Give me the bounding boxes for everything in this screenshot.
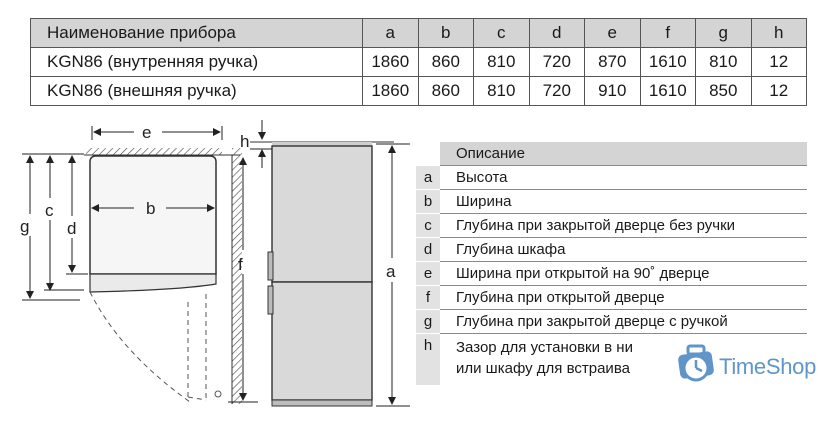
table-cell: 1860 <box>362 47 419 77</box>
open-door-dashed <box>187 294 207 401</box>
table-cell: 1610 <box>639 47 696 77</box>
legend-key: d <box>416 237 440 262</box>
table-cell: KGN86 (внутренняя ручка) <box>30 47 363 77</box>
table-cell: 810 <box>473 47 530 77</box>
front-top-gap <box>272 142 372 146</box>
legend-key: c <box>416 213 440 238</box>
legend-header-row: Описание <box>416 142 807 166</box>
list-item: b Ширина <box>416 189 807 214</box>
label-h: h <box>240 132 249 151</box>
label-d: d <box>67 219 76 238</box>
legend-text-line-2: или шкафу для встраива <box>456 360 630 377</box>
side-wall-hatch <box>232 148 242 404</box>
label-a: a <box>386 262 396 281</box>
table-cell: 860 <box>417 76 474 106</box>
door-outline <box>89 273 217 293</box>
table-cell: 1610 <box>639 76 696 106</box>
table-row: KGN86 (внешняя ручка) 1860 860 810 720 9… <box>30 76 807 106</box>
legend-text: Глубина шкафа <box>440 237 807 262</box>
dimensions-header-row: Наименование прибора a b c d e f g h <box>30 18 807 48</box>
dimension-drawing: e b g c d f h a <box>20 120 410 407</box>
list-item: a Высота <box>416 165 807 190</box>
hinge-mark <box>214 390 222 398</box>
upper-handle <box>267 251 274 281</box>
table-cell: 720 <box>528 76 585 106</box>
table-cell: 810 <box>473 76 530 106</box>
table-cell: 870 <box>584 47 641 77</box>
table-cell: 12 <box>750 47 807 77</box>
table-cell: 810 <box>695 47 752 77</box>
legend-text: Глубина при открытой дверце <box>440 285 807 310</box>
front-view <box>250 120 410 407</box>
label-c: c <box>45 201 54 220</box>
legend-key: g <box>416 309 440 334</box>
label-f: f <box>238 255 243 274</box>
legend-key: a <box>416 165 440 190</box>
list-item: d Глубина шкафа <box>416 237 807 262</box>
legend-text: Ширина при открытой на 90˚ дверце <box>440 261 807 286</box>
header-a: a <box>362 18 419 48</box>
label-g: g <box>20 217 29 236</box>
table-row: KGN86 (внутренняя ручка) 1860 860 810 72… <box>30 47 807 77</box>
legend-key: f <box>416 285 440 310</box>
fridge-top-outline <box>89 155 217 275</box>
table-cell: 720 <box>528 47 585 77</box>
header-h: h <box>750 18 807 48</box>
dimension-lines <box>22 126 258 403</box>
header-d: d <box>528 18 585 48</box>
top-view <box>84 148 242 404</box>
legend-header-key <box>416 142 440 166</box>
table-cell: KGN86 (внешняя ручка) <box>30 76 363 106</box>
legend-header: Описание <box>440 142 807 166</box>
label-b: b <box>146 199 155 218</box>
fridge-upper-door <box>271 145 373 283</box>
table-cell: 1860 <box>362 76 419 106</box>
top-wall-hatch <box>86 148 222 155</box>
fridge-plinth <box>271 399 373 407</box>
header-b: b <box>417 18 474 48</box>
table-cell: 12 <box>750 76 807 106</box>
header-c: c <box>473 18 530 48</box>
label-e: e <box>142 123 151 142</box>
dimensions-table: Наименование прибора a b c d e f g h KGN… <box>30 18 807 106</box>
legend-text-line-1: Зазор для установки в ни <box>456 339 633 356</box>
table-cell: 850 <box>695 76 752 106</box>
header-g: g <box>695 18 752 48</box>
header-appliance-name: Наименование прибора <box>30 18 363 48</box>
list-item: e Ширина при открытой на 90˚ дверце <box>416 261 807 286</box>
legend-text: Высота <box>440 165 807 190</box>
legend-text: Глубина при закрытой дверце без ручки <box>440 213 807 238</box>
clock-suitcase-icon <box>678 344 714 382</box>
list-item: c Глубина при закрытой дверце без ручки <box>416 213 807 238</box>
door-swing-dashed <box>89 291 191 403</box>
watermark-text: TimeShop <box>719 354 817 379</box>
legend-text: Ширина <box>440 189 807 214</box>
lower-handle <box>267 285 274 315</box>
list-item: g Глубина при закрытой дверце с ручкой <box>416 309 807 334</box>
table-cell: 910 <box>584 76 641 106</box>
header-f: f <box>639 18 696 48</box>
table-cell: 860 <box>417 47 474 77</box>
legend-key: b <box>416 189 440 214</box>
fridge-lower-door <box>271 281 373 401</box>
legend-key: h <box>416 333 440 385</box>
legend-text: Глубина при закрытой дверце с ручкой <box>440 309 807 334</box>
list-item: f Глубина при открытой дверце <box>416 285 807 310</box>
legend-key: e <box>416 261 440 286</box>
header-e: e <box>584 18 641 48</box>
